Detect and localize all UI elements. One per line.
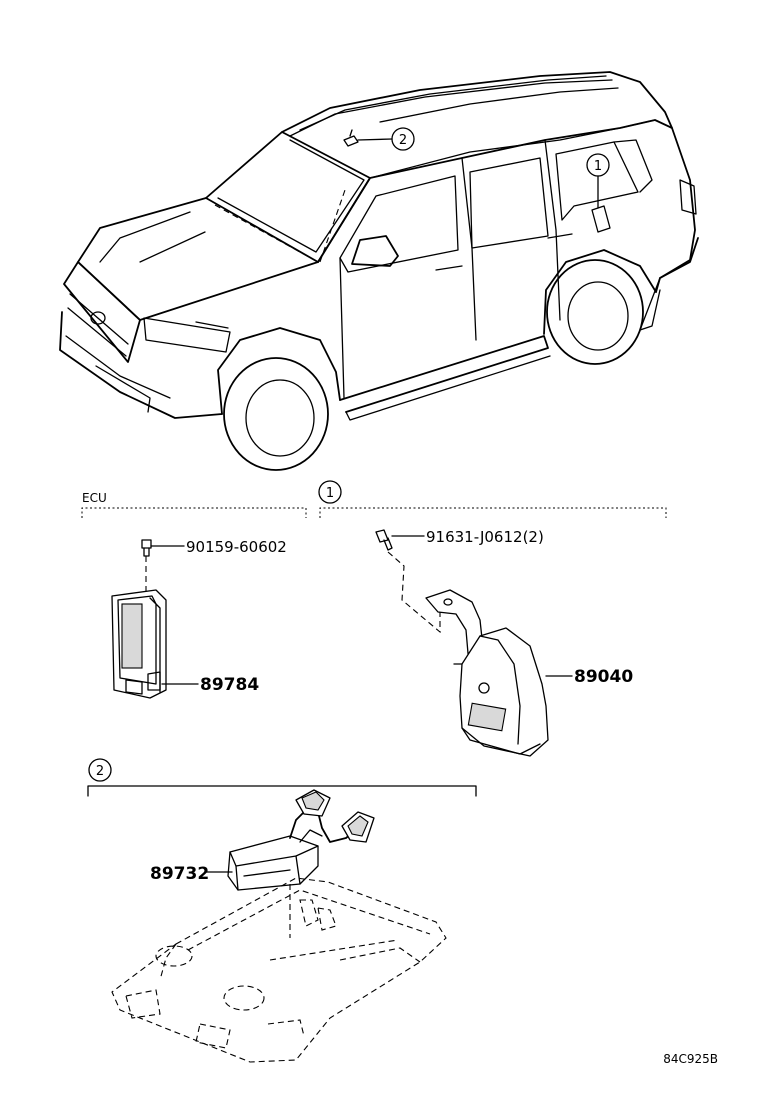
callout-1-label: 1 bbox=[594, 159, 602, 174]
roof-module-assembly bbox=[205, 789, 375, 938]
diagram-code: 84C925B bbox=[663, 1052, 718, 1066]
ecu-section-title: ECU bbox=[82, 491, 107, 505]
vehicle-illustration bbox=[59, 71, 699, 471]
group-2-marker: 2 bbox=[96, 764, 104, 779]
horn-part-number: 89040 bbox=[574, 667, 633, 687]
ecu-section: ECU 90159-60602 89784 bbox=[81, 491, 307, 699]
callout-2-label: 2 bbox=[399, 133, 407, 148]
ecu-bracket-part-number: 89784 bbox=[200, 675, 259, 695]
group-2-section: 2 89732 bbox=[87, 758, 477, 1063]
roof-console bbox=[111, 877, 447, 1063]
roof-module-part-number: 89732 bbox=[150, 864, 209, 884]
callout-2-roof: 2 bbox=[357, 127, 415, 151]
ecu-bracket bbox=[111, 589, 199, 699]
horn-assembly bbox=[425, 589, 573, 757]
ecu-bolt-part-number: 90159-60602 bbox=[186, 538, 287, 556]
horn-bolt bbox=[375, 529, 441, 634]
horn-bolt-part-number: 91631-J0612(2) bbox=[426, 528, 544, 546]
ecu-bolt bbox=[141, 539, 185, 596]
group-1-marker: 1 bbox=[326, 486, 334, 501]
group-1-section: 1 91631-J0612(2) 89040 bbox=[318, 480, 667, 757]
callout-1-rear: 1 bbox=[586, 153, 610, 209]
